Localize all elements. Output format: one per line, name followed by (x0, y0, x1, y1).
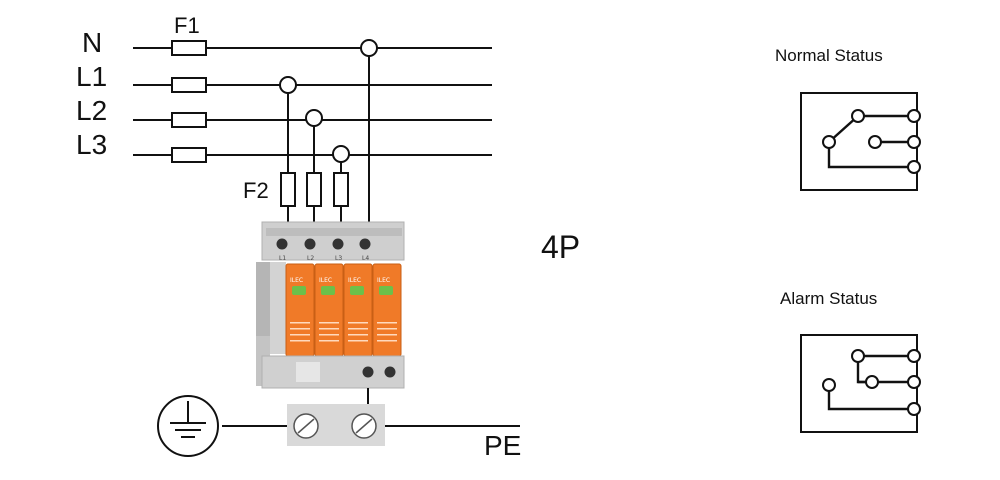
fuse-branch-label: F2 (243, 178, 269, 203)
fuse-branch-l2 (306, 172, 322, 207)
pole-label: 4P (541, 229, 580, 265)
alarm-status-contact-diagram (800, 334, 921, 433)
fuse-main-n (171, 40, 207, 56)
module-brand-3: ILEC (348, 277, 361, 284)
fuse-main-l3 (171, 147, 207, 163)
status-indicator-4 (379, 286, 393, 295)
protection-modules: ILEC ILEC ILEC ILEC (285, 263, 402, 357)
fuse-branch-l3 (333, 172, 349, 207)
module-brand-1: ILEC (290, 277, 303, 284)
fuse-branch-group (280, 172, 349, 207)
line-label-l3: L3 (76, 129, 107, 160)
earth-connection: PE (157, 388, 521, 461)
normal-status-label: Normal Status (775, 46, 883, 65)
fuse-main-l2 (171, 112, 207, 128)
top-screw-4 (359, 238, 371, 250)
status-indicator-1 (292, 286, 306, 295)
alarm-status-label: Alarm Status (780, 289, 877, 308)
line-label-l1: L1 (76, 61, 107, 92)
terminal-label-2: L2 (307, 255, 314, 262)
device-bottom-housing (261, 355, 405, 389)
top-terminals: L1 L2 L3 L4 (276, 238, 371, 262)
junction-l1 (279, 76, 297, 94)
terminal-label-3: L3 (335, 255, 342, 262)
top-screw-1 (276, 238, 288, 250)
line-label-l2: L2 (76, 95, 107, 126)
top-screw-2 (304, 238, 316, 250)
device-qr-label (296, 362, 320, 382)
status-indicator-3 (350, 286, 364, 295)
fuse-main-label: F1 (174, 13, 200, 38)
bottom-screw-2 (384, 366, 396, 378)
bottom-screw-1 (362, 366, 374, 378)
pe-label: PE (484, 430, 521, 461)
status-indicator-2 (321, 286, 335, 295)
junction-l2 (305, 109, 323, 127)
normal-status-contact-diagram (800, 92, 921, 191)
surge-protector-device: L1 L2 L3 L4 ILEC ILEC ILEC ILEC (256, 221, 405, 389)
line-label-n: N (82, 27, 102, 58)
device-side-panel (270, 262, 286, 354)
power-lines: N L1 L2 L3 (76, 27, 492, 160)
alarm-switch-path (827, 385, 914, 411)
din-rail-clip (256, 262, 270, 344)
junction-n (360, 39, 378, 57)
terminal-label-1: L1 (279, 255, 286, 262)
fuse-branch-l1 (280, 172, 296, 207)
ground-symbol (157, 395, 219, 457)
module-brand-4: ILEC (377, 277, 390, 284)
junction-l3 (332, 145, 350, 163)
module-brand-2: ILEC (319, 277, 332, 284)
top-screw-3 (332, 238, 344, 250)
fuse-main-group (171, 40, 207, 163)
fuse-main-l1 (171, 77, 207, 93)
terminal-label-4: L4 (362, 255, 369, 262)
